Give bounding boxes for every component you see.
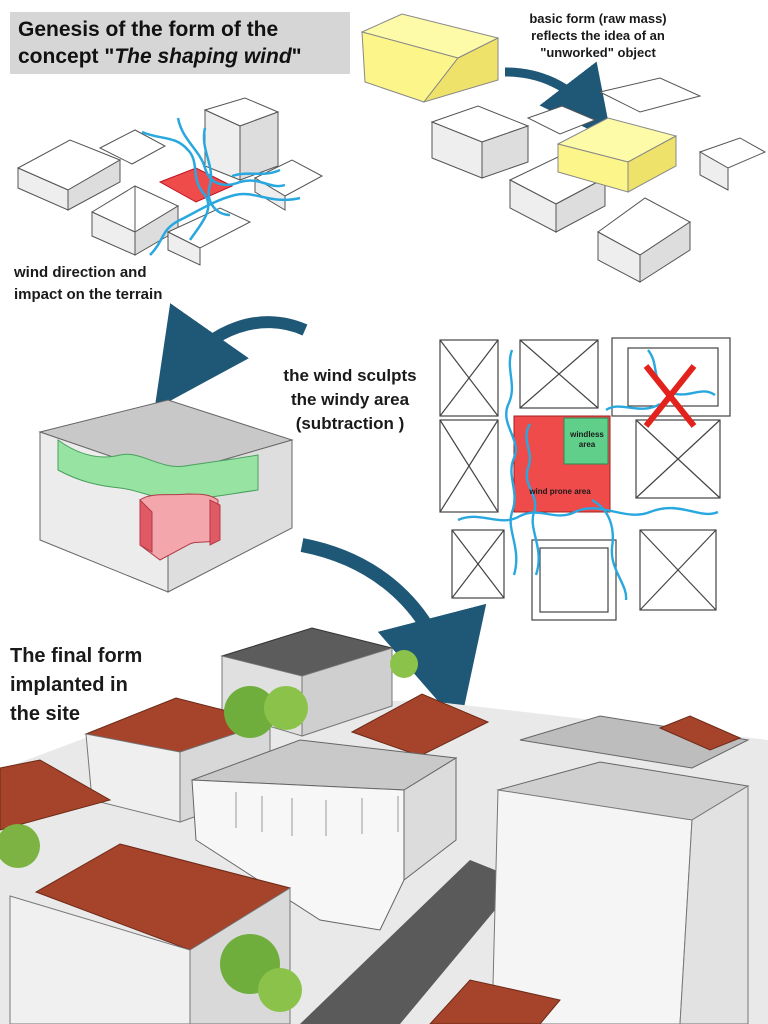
title-italic: The shaping wind <box>114 45 292 68</box>
title-line-1: Genesis of the form of the <box>18 18 279 41</box>
title-prefix: concept " <box>18 45 115 68</box>
basic-form-label: basic form (raw mass) reflects the idea … <box>488 10 708 61</box>
final-line-1: The final form <box>10 645 143 667</box>
site-plan <box>439 337 731 621</box>
sculpt-line-2: the windy area <box>290 390 410 409</box>
sculpted-block <box>38 399 294 593</box>
sculpt-line-1: the wind sculpts <box>283 366 417 385</box>
title-suffix: " <box>291 45 302 68</box>
tree-icon <box>224 686 276 738</box>
windy-zone-red <box>158 167 234 203</box>
cross-mark-icon <box>643 364 697 428</box>
final-line-3: the site <box>10 703 81 725</box>
windless-area-label: windless area <box>570 430 604 449</box>
basic-form-line-3: "unworked" object <box>540 45 656 60</box>
terrain-sketch-right <box>430 77 767 283</box>
arrow-to-sculpt <box>154 303 308 410</box>
windless-area-green <box>563 417 609 465</box>
diagram-title: Genesis of the form of the concept "The … <box>10 12 350 74</box>
sculpt-line-3: (subtraction ) <box>295 414 405 433</box>
basic-form-line-2: reflects the idea of an <box>531 28 665 43</box>
sculpt-label: the wind sculpts the windy area (subtrac… <box>250 364 450 436</box>
wind-direction-line-1: wind direction and <box>14 264 147 281</box>
raw-mass-in-site <box>556 117 678 193</box>
final-form-label: The final form implanted in the site <box>10 642 190 729</box>
title-line-2: concept "The shaping wind" <box>18 43 342 70</box>
tree-icon <box>264 686 308 730</box>
raw-mass-block <box>360 13 500 103</box>
final-site-render <box>0 627 768 1024</box>
final-line-2: implanted in <box>10 674 128 696</box>
wind-direction-line-2: impact on the terrain <box>14 286 163 303</box>
wind-lines-left <box>141 117 301 256</box>
basic-form-line-1: basic form (raw mass) <box>529 11 667 26</box>
wind-lines-plan <box>457 349 719 601</box>
wind-prone-area-label: wind prone area <box>529 487 591 496</box>
arrow-to-final <box>300 538 487 727</box>
tree-icon <box>258 968 302 1012</box>
terrain-sketch-left <box>16 97 324 266</box>
wind-direction-label: wind direction and impact on the terrain <box>14 262 234 306</box>
tree-icon <box>0 824 40 868</box>
tree-icon <box>390 650 418 678</box>
arrow-to-site <box>504 61 612 141</box>
